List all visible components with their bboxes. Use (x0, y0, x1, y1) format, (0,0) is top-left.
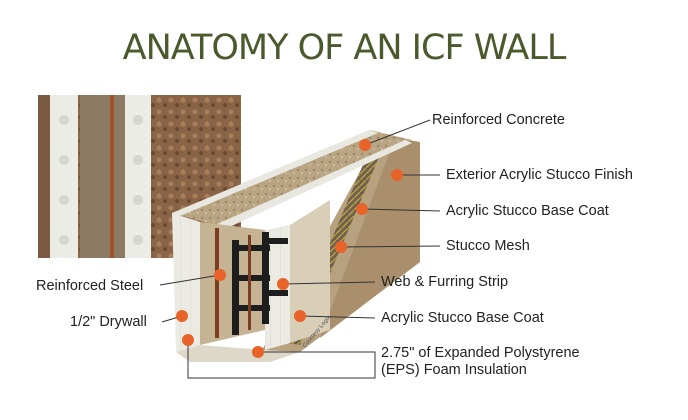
label-eps-line1: 2.75" of Expanded Polystyrene (381, 345, 580, 361)
callout-markers (176, 139, 403, 358)
label-eps-line2: (EPS) Foam Insulation (381, 362, 527, 378)
marker-base-coat-lower (294, 310, 306, 322)
label-web-furring: Web & Furring Strip (381, 274, 509, 290)
label-stucco-mesh: Stucco Mesh (446, 238, 530, 254)
construction-photo (38, 95, 241, 258)
marker-base-coat-upper (356, 203, 368, 215)
label-reinforced-steel: Reinforced Steel (36, 278, 144, 294)
rebar (215, 228, 219, 338)
label-reinforced-concrete: Reinforced Concrete (432, 112, 565, 128)
marker-reinforced-steel (214, 269, 226, 281)
label-drywall: 1/2" Drywall (70, 314, 147, 330)
leader-lines (159, 119, 441, 379)
marker-drywall-base (182, 334, 194, 346)
marker-exterior-finish (391, 169, 403, 181)
marker-stucco-mesh (335, 241, 347, 253)
marker-drywall (176, 310, 188, 322)
label-base-coat-upper: Acrylic Stucco Base Coat (446, 203, 609, 219)
marker-reinforced-concrete (359, 139, 371, 151)
label-base-coat-lower: Acrylic Stucco Base Coat (381, 310, 544, 326)
label-exterior-finish: Exterior Acrylic Stucco Finish (446, 167, 633, 183)
page-title: ANATOMY OF AN ICF WALL (122, 28, 567, 68)
marker-eps (252, 346, 264, 358)
marker-web-furring (277, 278, 289, 290)
